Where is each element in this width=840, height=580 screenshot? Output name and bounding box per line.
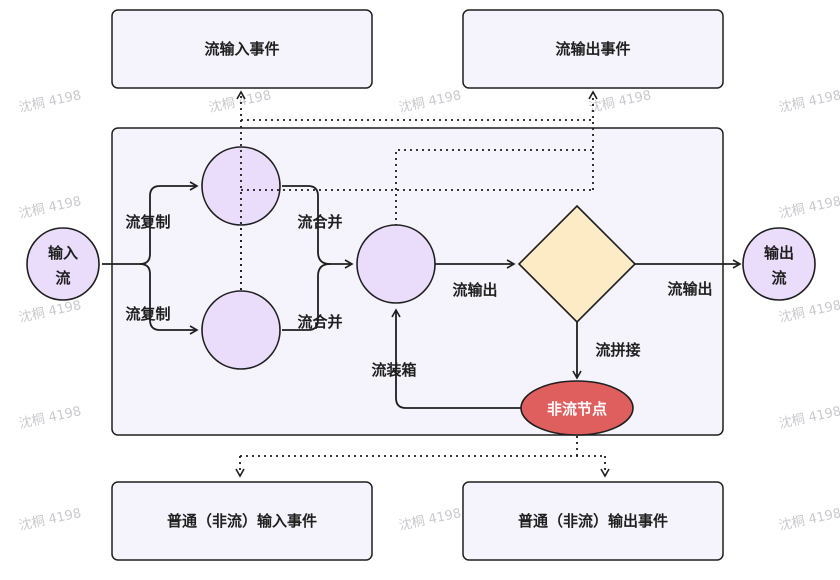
edge-label-merge-top: 流合并 bbox=[297, 213, 342, 231]
stream-output-event-label: 流输出事件 bbox=[555, 40, 630, 58]
svg-text:沈桐 4198: 沈桐 4198 bbox=[778, 404, 840, 432]
output-stream-node bbox=[742, 227, 816, 301]
decision-diamond bbox=[517, 204, 637, 324]
svg-text:沈桐 4198: 沈桐 4198 bbox=[18, 506, 83, 534]
stream-edges bbox=[102, 181, 742, 409]
svg-text:沈桐 4198: 沈桐 4198 bbox=[778, 194, 840, 222]
normal-input-event-box bbox=[111, 481, 373, 561]
stream-input-event-box bbox=[111, 9, 373, 89]
svg-text:沈桐 4198: 沈桐 4198 bbox=[18, 404, 83, 432]
stream-input-event-label: 流输入事件 bbox=[204, 40, 279, 58]
input-stream-node bbox=[26, 227, 100, 301]
normal-input-event-label: 普通（非流）输入事件 bbox=[167, 512, 317, 530]
svg-text:沈桐 4198: 沈桐 4198 bbox=[398, 88, 463, 116]
output-stream-label-line2: 流 bbox=[771, 269, 786, 287]
non-stream-node-label: 非流节点 bbox=[547, 400, 607, 418]
edge-label-output-right: 流输出 bbox=[667, 280, 712, 298]
edge-label-merge-bottom: 流合并 bbox=[297, 313, 342, 331]
edge-label-boxing: 流装箱 bbox=[371, 361, 416, 379]
svg-text:沈桐 4198: 沈桐 4198 bbox=[778, 298, 840, 326]
normal-output-event-box bbox=[462, 481, 724, 561]
edge-label-output-mid: 流输出 bbox=[452, 281, 497, 299]
svg-text:沈桐 4198: 沈桐 4198 bbox=[778, 88, 840, 116]
svg-text:沈桐 4198: 沈桐 4198 bbox=[18, 298, 83, 326]
stream-output-event-box bbox=[462, 9, 724, 89]
output-stream-label-line1: 输出 bbox=[764, 244, 794, 262]
edge-label-concat: 流拼接 bbox=[595, 341, 640, 359]
svg-text:沈桐 4198: 沈桐 4198 bbox=[588, 88, 653, 116]
normal-output-event-label: 普通（非流）输出事件 bbox=[518, 512, 668, 530]
merge-node bbox=[356, 224, 436, 304]
input-stream-label-line2: 流 bbox=[55, 269, 70, 287]
svg-text:沈桐 4198: 沈桐 4198 bbox=[18, 88, 83, 116]
svg-text:沈桐 4198: 沈桐 4198 bbox=[18, 194, 83, 222]
non-stream-node bbox=[520, 380, 634, 436]
svg-text:沈桐 4198: 沈桐 4198 bbox=[398, 506, 463, 534]
event-dotted-overlay bbox=[240, 148, 282, 290]
event-dotted-lines bbox=[235, 90, 610, 478]
svg-text:沈桐 4198: 沈桐 4198 bbox=[778, 506, 840, 534]
edge-label-copy-top: 流复制 bbox=[125, 213, 170, 231]
edge-label-copy-bottom: 流复制 bbox=[125, 305, 170, 323]
copy-node-bottom bbox=[201, 290, 281, 370]
input-stream-label-line1: 输入 bbox=[48, 244, 78, 262]
